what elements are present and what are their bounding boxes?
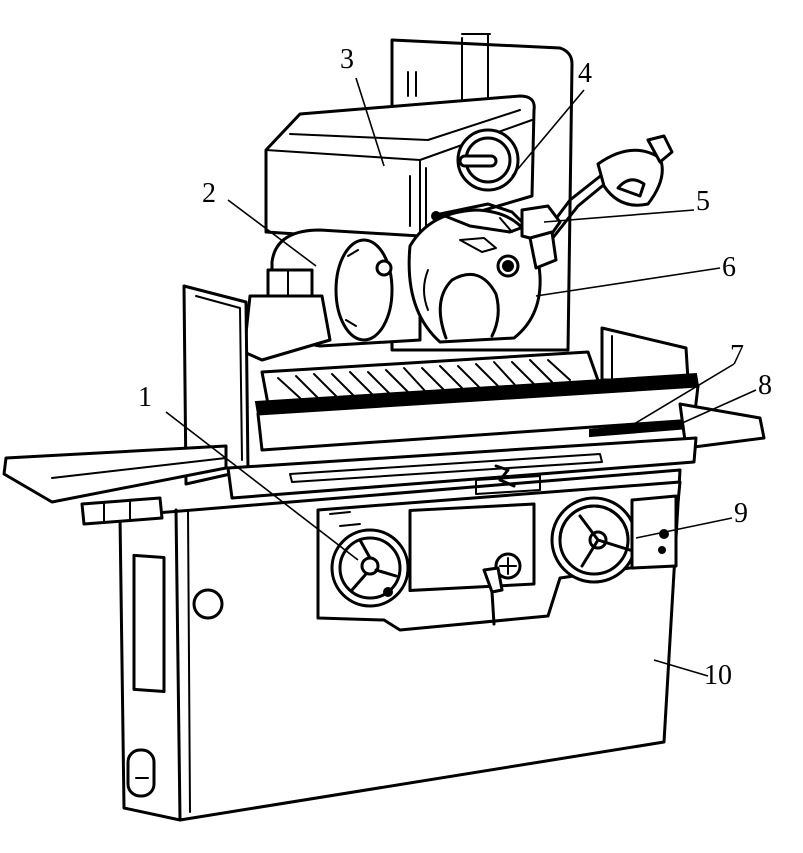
- leader-4: [511, 89, 585, 177]
- leader-8: [679, 389, 757, 425]
- leader-10: [653, 659, 709, 677]
- callout-1: 1: [138, 382, 152, 413]
- callout-4: 4: [578, 58, 592, 89]
- callout-6: 6: [722, 252, 736, 283]
- extension-table-left: [2, 444, 228, 504]
- work-lamp: [520, 134, 674, 270]
- motor: [242, 228, 422, 362]
- wheel-guard: [407, 202, 542, 344]
- leader-7: [623, 363, 735, 431]
- callout-8: 8: [758, 370, 772, 401]
- callout-7: 7: [730, 340, 744, 371]
- leader-5: [543, 209, 695, 223]
- leader-3: [355, 77, 385, 167]
- callout-9: 9: [734, 498, 748, 529]
- leader-lines: [165, 77, 757, 677]
- callout-5: 5: [696, 186, 710, 217]
- magnetic-chuck: [254, 350, 700, 452]
- callout-10: 10: [704, 660, 732, 691]
- leader-2: [227, 199, 317, 267]
- longitudinal-handwheel: [330, 528, 410, 608]
- leader-9: [635, 517, 733, 539]
- callout-3: 3: [340, 44, 354, 75]
- leader-6: [535, 267, 721, 297]
- leader-1: [165, 411, 359, 561]
- callout-2: 2: [202, 178, 216, 209]
- sight-glass: [456, 128, 520, 192]
